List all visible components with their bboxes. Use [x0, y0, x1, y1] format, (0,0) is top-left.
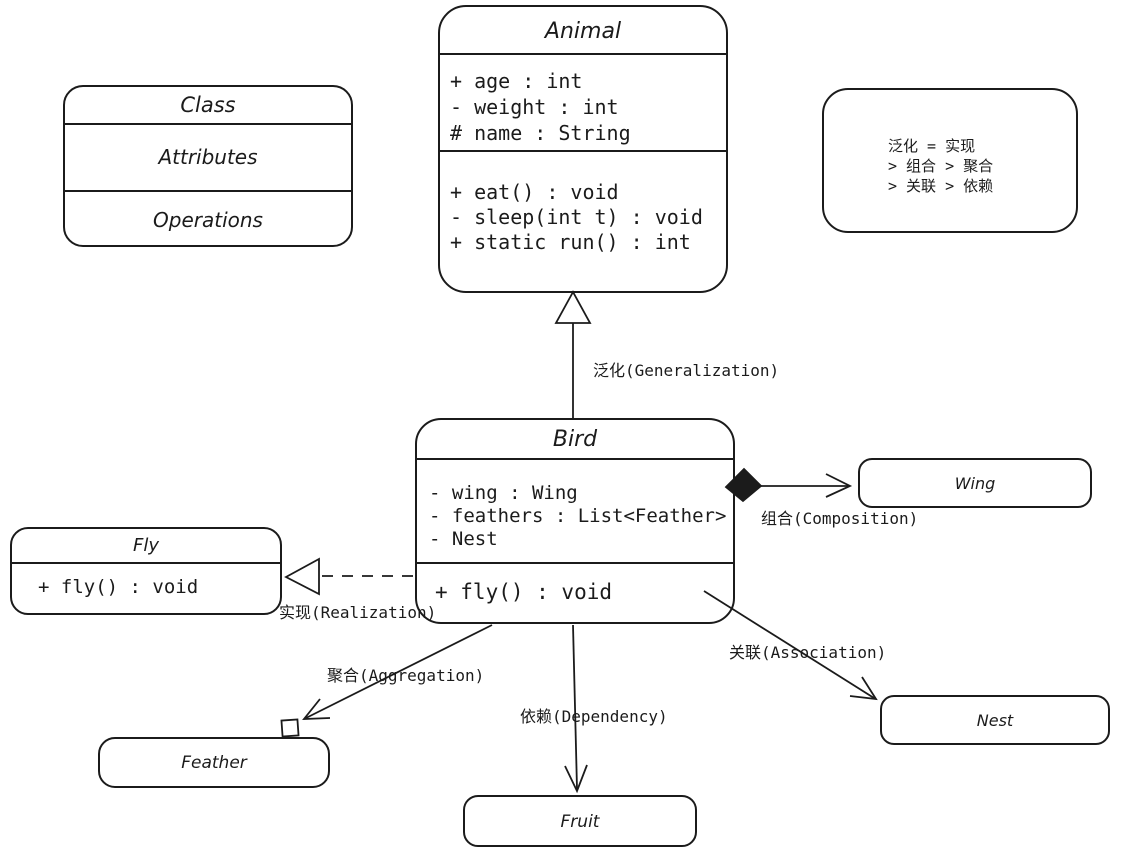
- animal-operation: + static run() : int: [450, 230, 691, 254]
- animal-attribute: # name : String: [450, 121, 631, 145]
- fly-class-title: Fly: [132, 535, 159, 556]
- note-line: > 关联 > 依赖: [888, 177, 994, 195]
- wing-class-title: Wing: [954, 474, 996, 493]
- class-box-wing[interactable]: Wing: [858, 458, 1092, 508]
- legend-class-box[interactable]: Class Attributes Operations: [63, 85, 353, 247]
- note-box-relation-strength[interactable]: 泛化 = 实现 > 组合 > 聚合 > 关联 > 依赖: [822, 88, 1078, 233]
- realization-connector[interactable]: [286, 559, 413, 594]
- bird-attribute: - wing : Wing: [429, 482, 578, 504]
- class-box-fly[interactable]: Fly + fly() : void: [10, 527, 282, 615]
- bird-attribute: - Nest: [429, 528, 498, 550]
- legend-attributes-section: Attributes: [65, 123, 351, 190]
- nest-class-title: Nest: [976, 711, 1014, 730]
- animal-class-title: Animal: [544, 19, 622, 44]
- aggregation-label[interactable]: 聚合(Aggregation): [327, 666, 485, 685]
- animal-operation: - sleep(int t) : void: [450, 205, 703, 229]
- animal-attributes-section: + age : int - weight : int # name : Stri…: [440, 53, 726, 150]
- dependency-label[interactable]: 依赖(Dependency): [520, 707, 668, 726]
- realization-label[interactable]: 实现(Realization): [279, 603, 437, 622]
- class-box-bird[interactable]: Bird - wing : Wing - feathers : List<Fea…: [415, 418, 735, 624]
- fly-operation: + fly() : void: [38, 576, 199, 598]
- class-box-fruit[interactable]: Fruit: [463, 795, 697, 847]
- animal-attribute: + age : int: [450, 69, 583, 93]
- animal-attribute: - weight : int: [450, 95, 619, 119]
- bird-operation: + fly() : void: [435, 580, 613, 604]
- bird-class-title: Bird: [552, 427, 598, 452]
- note-line: > 组合 > 聚合: [888, 157, 994, 175]
- generalization-connector[interactable]: [556, 292, 590, 418]
- legend-class-title: Class: [180, 93, 236, 117]
- association-label[interactable]: 关联(Association): [729, 643, 887, 662]
- animal-operation: + eat() : void: [450, 180, 619, 204]
- class-box-feather[interactable]: Feather: [98, 737, 330, 788]
- composition-label[interactable]: 组合(Composition): [761, 509, 919, 528]
- legend-operations-section: Operations: [65, 190, 351, 245]
- bird-attributes-section: - wing : Wing - feathers : List<Feather>…: [417, 458, 733, 562]
- bird-operations-section: + fly() : void: [417, 562, 733, 622]
- fruit-class-title: Fruit: [560, 812, 600, 832]
- bird-attribute: - feathers : List<Feather>: [429, 505, 727, 527]
- class-box-animal[interactable]: Animal + age : int - weight : int # name…: [438, 5, 728, 293]
- feather-class-title: Feather: [181, 753, 247, 773]
- generalization-label[interactable]: 泛化(Generalization): [593, 361, 780, 380]
- composition-connector[interactable]: [726, 469, 850, 501]
- class-box-nest[interactable]: Nest: [880, 695, 1110, 745]
- animal-operations-section: + eat() : void - sleep(int t) : void + s…: [440, 150, 726, 289]
- note-line: 泛化 = 实现: [888, 137, 976, 155]
- fly-operations-section: + fly() : void: [12, 562, 280, 613]
